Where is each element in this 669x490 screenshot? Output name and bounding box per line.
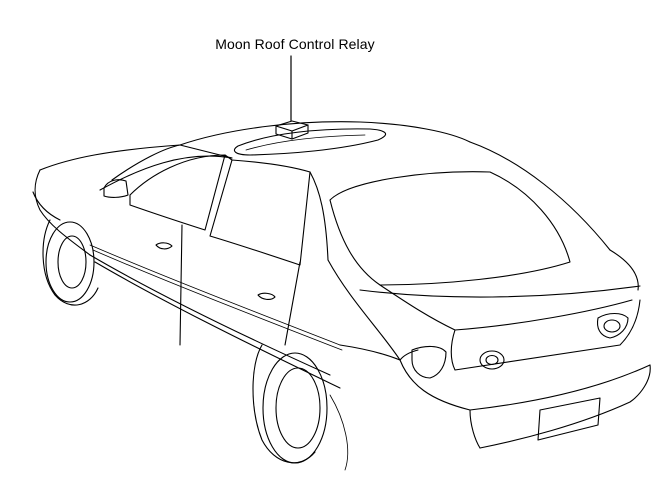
side-mirror xyxy=(103,179,129,198)
tail-lights xyxy=(411,312,629,379)
front-wheel xyxy=(42,219,99,306)
door-handles xyxy=(155,242,276,300)
rear-wheel xyxy=(252,344,349,471)
car-body xyxy=(32,141,651,449)
moon-roof-control-relay-label: Moon Roof Control Relay xyxy=(215,36,375,52)
car-roof xyxy=(179,121,471,156)
